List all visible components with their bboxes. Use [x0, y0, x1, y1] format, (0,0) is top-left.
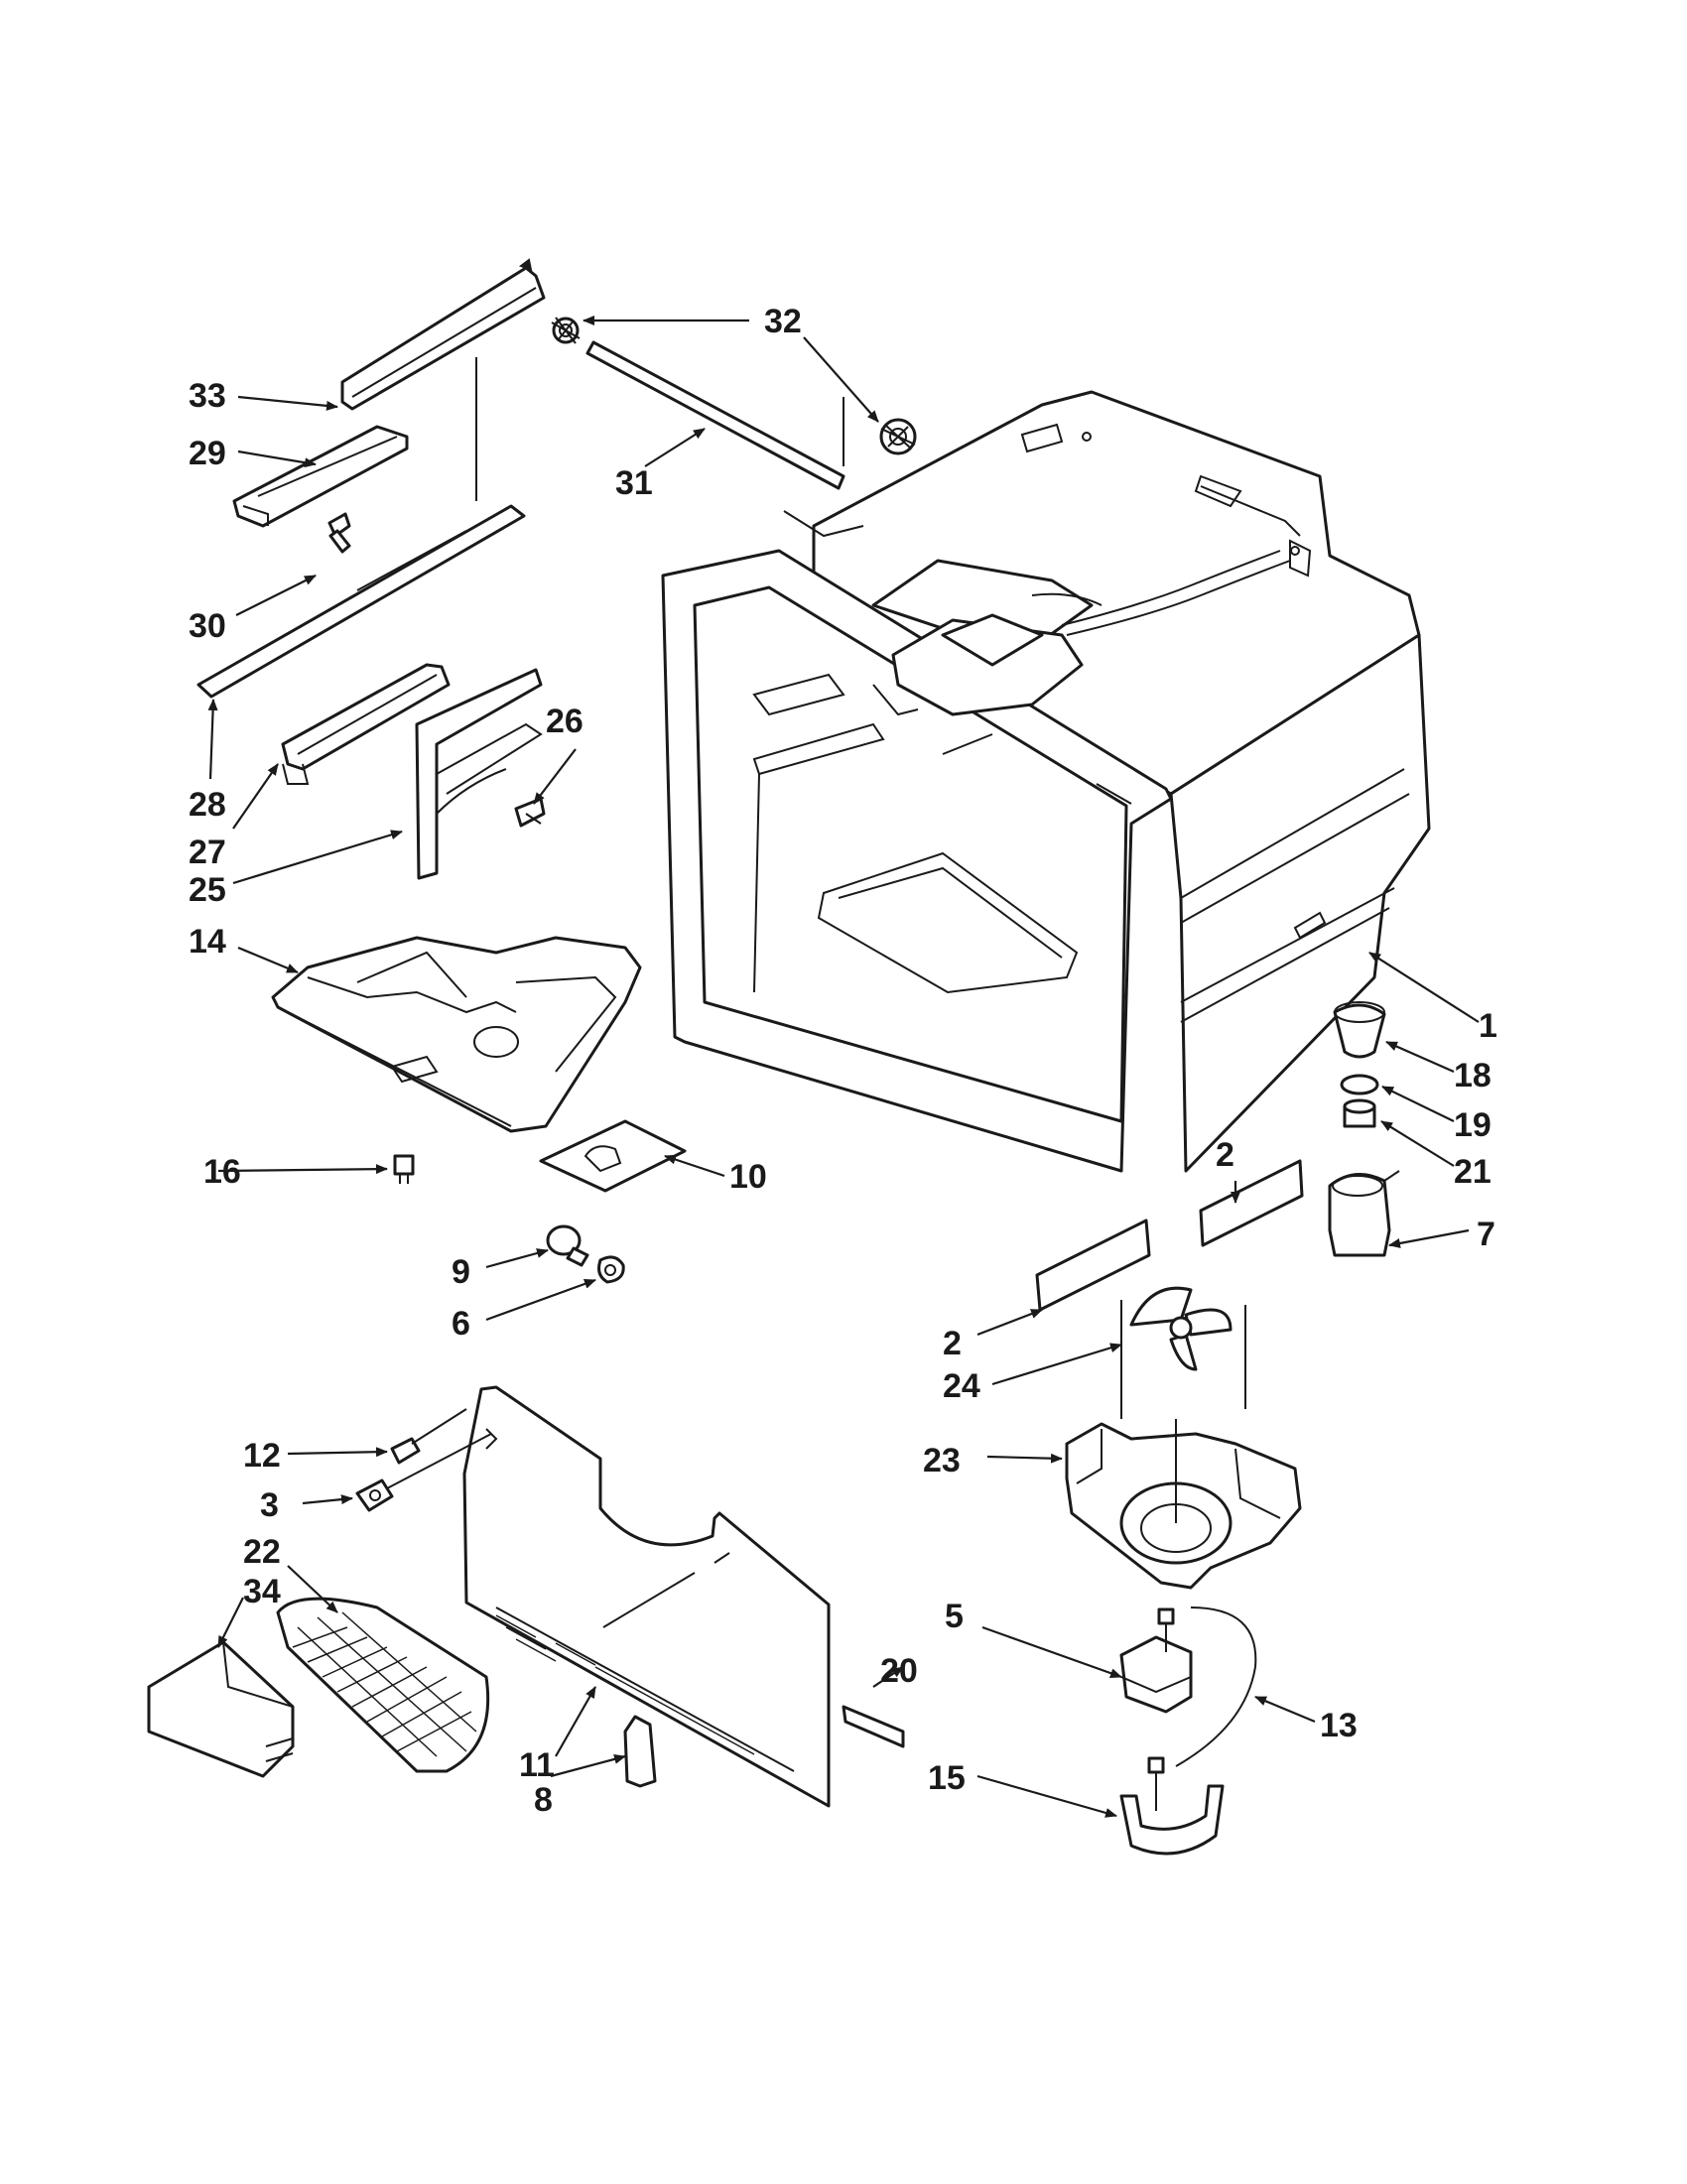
foam-strip: [842, 1705, 905, 1748]
callout-19: 19: [1454, 1106, 1492, 1144]
drain-grommet: [1343, 1098, 1376, 1128]
callout-31: 31: [615, 464, 653, 502]
fan-blade: [1120, 1286, 1246, 1419]
insulation-pad: [539, 1119, 687, 1193]
thermistor: [355, 1433, 492, 1512]
slide-rail: [196, 357, 526, 699]
drain-cup: [1333, 1001, 1386, 1059]
air-duct-cover: [147, 1640, 295, 1778]
light-switch: [393, 1154, 415, 1184]
callout-5: 5: [945, 1598, 964, 1635]
pinion-gear-top: [551, 317, 581, 344]
drain-trough: [1328, 1170, 1400, 1257]
leader-lines: [207, 316, 1480, 1818]
o-ring: [1340, 1074, 1379, 1095]
callout-labels: 1 2 2 3 5 6 7 8 9 10 11 12 13 14 15 16 1…: [189, 303, 1497, 1819]
ice-bin-housing: [271, 936, 642, 1133]
callout-29: 29: [189, 435, 226, 472]
callout-1: 1: [1479, 1007, 1497, 1045]
callout-25: 25: [189, 871, 226, 909]
rail-bracket: [232, 425, 409, 528]
rack: [340, 258, 546, 411]
slide-bracket: [415, 668, 543, 880]
freezer-liner: [661, 390, 1431, 1173]
callout-16: 16: [203, 1153, 241, 1191]
wire-harness: [1175, 1606, 1257, 1767]
pinion-shaft: [585, 340, 845, 490]
callout-2-upper: 2: [1216, 1136, 1234, 1174]
pinion-gear-lower: [843, 397, 917, 466]
callout-10: 10: [729, 1158, 767, 1196]
lamp-socket: [597, 1255, 625, 1284]
damper-control: [623, 1715, 657, 1788]
callout-32: 32: [764, 303, 802, 340]
callout-3: 3: [260, 1486, 279, 1524]
callout-27: 27: [189, 834, 226, 871]
callout-34: 34: [243, 1573, 281, 1610]
callout-26: 26: [546, 703, 584, 740]
callout-24: 24: [943, 1367, 980, 1405]
screw-26: [514, 797, 546, 828]
callout-15: 15: [928, 1759, 966, 1797]
callout-23: 23: [923, 1442, 961, 1479]
callout-21: 21: [1454, 1153, 1492, 1191]
callout-8: 8: [534, 1781, 553, 1819]
callout-2-lower: 2: [943, 1325, 962, 1362]
evaporator-cover: [462, 1385, 831, 1808]
screw-30: [327, 512, 351, 554]
screw-12: [390, 1408, 467, 1465]
callout-12: 12: [243, 1437, 281, 1475]
callout-28: 28: [189, 786, 226, 824]
callout-22: 22: [243, 1533, 281, 1571]
callout-13: 13: [1320, 1707, 1358, 1744]
insulation-block-a: [1035, 1219, 1151, 1312]
callout-6: 6: [452, 1305, 470, 1343]
callout-33: 33: [189, 377, 226, 415]
air-grille: [276, 1597, 490, 1773]
rail-cover: [281, 663, 451, 785]
callout-18: 18: [1454, 1057, 1492, 1094]
light-bulb: [546, 1224, 589, 1267]
callout-20: 20: [880, 1652, 918, 1690]
fan-shroud: [1065, 1419, 1302, 1590]
callout-14: 14: [189, 923, 226, 961]
callout-9: 9: [452, 1253, 470, 1291]
insulation-block-b: [1199, 1159, 1304, 1247]
evaporator-fan-motor: [1119, 1607, 1193, 1714]
callout-11: 11: [519, 1746, 555, 1784]
callout-30: 30: [189, 607, 226, 645]
motor-bracket: [1119, 1756, 1225, 1856]
callout-7: 7: [1477, 1216, 1495, 1253]
